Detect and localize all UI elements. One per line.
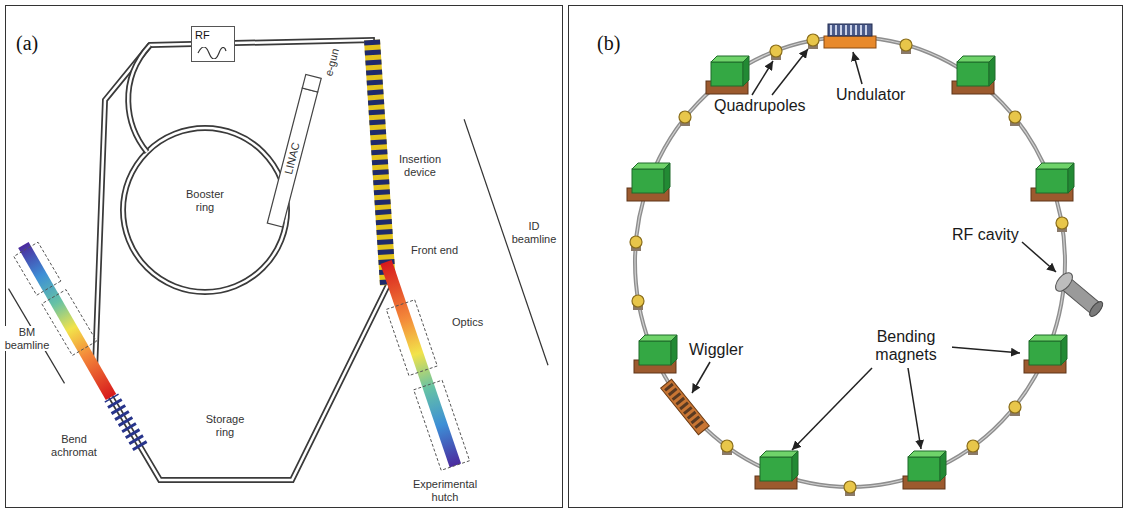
- leader-arrow: [692, 362, 710, 393]
- quadrupole: [1056, 217, 1068, 232]
- rf-cavity-end: [1087, 300, 1105, 319]
- quadrupole: [630, 236, 642, 251]
- panel-frame: (b): [568, 5, 1123, 508]
- dashed-box: [414, 380, 470, 470]
- quadrupole: [900, 39, 912, 54]
- quadrupole-magnets: [630, 34, 1068, 496]
- callout-label: Quadrupoles: [713, 97, 807, 115]
- id-beam: [386, 262, 455, 466]
- booster-tube-inner: [123, 128, 287, 292]
- leader-arrow: [908, 368, 921, 449]
- component-label: RF: [192, 27, 234, 41]
- insertion-device-poles: [372, 40, 388, 285]
- quadrupole: [679, 111, 691, 126]
- leader-arrow: [1022, 242, 1056, 272]
- quadrupole: [807, 34, 819, 49]
- transfer-line-inner: [128, 45, 150, 152]
- rf-wave-line: [198, 47, 226, 59]
- part-label: Front end: [410, 244, 459, 257]
- quadrupole: [632, 295, 644, 310]
- beam-pipe-highlight: [635, 37, 1065, 487]
- rf-wave-symbol: [197, 47, 227, 59]
- transfer-line: [128, 45, 150, 152]
- electron-gun: [302, 74, 321, 92]
- part-label: Storage ring: [199, 413, 251, 438]
- ring-tube-inner: [95, 40, 388, 480]
- dashed-box: [386, 300, 437, 376]
- bend-achromat-magnets: [111, 398, 140, 448]
- dashed-box: [14, 242, 61, 295]
- quadrupole: [770, 45, 782, 60]
- panel-label: (b): [597, 32, 620, 54]
- quadrupole: [844, 481, 856, 496]
- storage-ring: [95, 40, 388, 480]
- leader-arrow: [772, 49, 808, 95]
- leader-arrow: [792, 368, 872, 450]
- part-label: ID beamline: [509, 220, 559, 245]
- part-label: Booster ring: [179, 188, 231, 213]
- undulator-jaws: [828, 24, 872, 36]
- bending-magnet: [1024, 335, 1067, 373]
- bm-beam: [23, 245, 111, 397]
- linac: [267, 74, 321, 227]
- bending-magnet: [627, 163, 670, 201]
- part-label: e-gun: [322, 46, 342, 78]
- quadrupole: [967, 440, 979, 455]
- wiggler-body: [661, 379, 710, 434]
- insertion-device-body: [372, 40, 388, 285]
- callout-label: RF cavity: [951, 226, 1020, 244]
- callout-label: Bending magnets: [860, 328, 952, 365]
- rf-cavity: [1052, 270, 1106, 320]
- part-label: Insertion device: [393, 153, 447, 178]
- undulator-poles: [830, 25, 870, 35]
- leader-arrow: [853, 52, 862, 84]
- bending-magnet: [903, 451, 946, 489]
- bending-magnet: [952, 56, 995, 94]
- wiggler-poles: [668, 386, 702, 428]
- callout-label: Undulator: [835, 86, 906, 104]
- quadrupole: [1009, 111, 1021, 126]
- leader-arrow: [950, 347, 1020, 353]
- bending-magnet: [706, 56, 749, 94]
- bending-magnet: [1031, 163, 1074, 201]
- part-label: Optics: [451, 316, 484, 329]
- leader-arrows: [692, 49, 1056, 450]
- part-label: Experimental hutch: [404, 478, 486, 503]
- ring-tube: [95, 40, 388, 480]
- rf-box: RF: [191, 26, 235, 62]
- quadrupole: [1009, 401, 1021, 416]
- part-label: BM beamline: [3, 326, 51, 351]
- bending-magnet: [634, 335, 677, 373]
- beam-pipe: [635, 37, 1065, 487]
- panel-label: (a): [16, 32, 38, 54]
- bending-magnets: [627, 56, 1074, 489]
- part-label: Bend achromat: [46, 433, 102, 458]
- bending-magnet: [755, 451, 798, 489]
- linac-tube: [267, 88, 317, 227]
- undulator-base: [824, 36, 876, 48]
- booster-tube: [123, 128, 287, 292]
- booster-ring: [123, 45, 287, 292]
- undulator: [824, 24, 876, 48]
- quadrupole: [721, 440, 733, 455]
- leader-arrow: [752, 61, 773, 95]
- wiggler: [661, 379, 710, 434]
- rf-cavity-cell: [1052, 270, 1075, 295]
- callout-label: Wiggler: [688, 341, 744, 359]
